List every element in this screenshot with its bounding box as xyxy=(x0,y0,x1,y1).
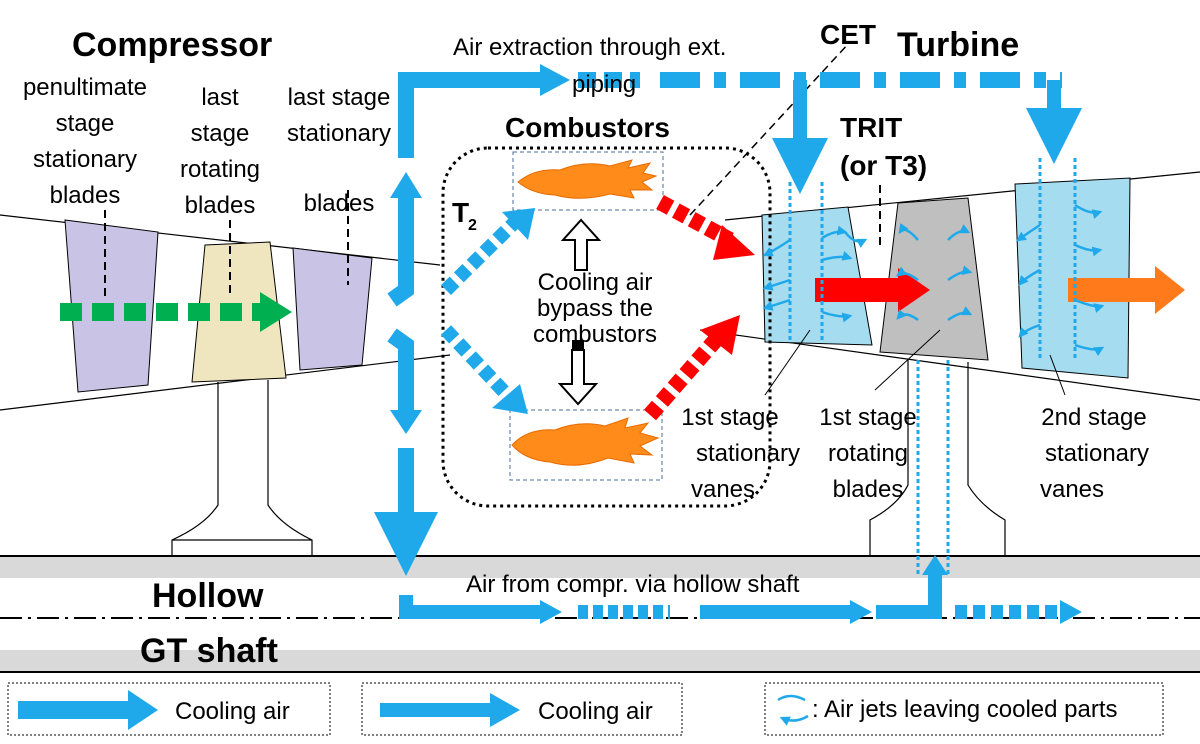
svg-text:1st stage: 1st stage xyxy=(819,404,916,431)
legend: Cooling air Cooling air : Air jets leavi… xyxy=(7,682,1164,736)
svg-text:last: last xyxy=(201,84,239,111)
svg-text:stationary: stationary xyxy=(33,146,137,173)
shaft-upper-band xyxy=(0,556,1200,578)
t2-label: T xyxy=(452,197,469,228)
trit-label-line2: (or T3) xyxy=(840,150,927,181)
svg-text:blades: blades xyxy=(304,190,375,217)
lower-flame-icon xyxy=(511,417,660,466)
turbine-leader-lines xyxy=(764,329,1066,396)
last-stage-stator-blade xyxy=(292,247,373,371)
svg-text:last stage: last stage xyxy=(288,84,391,111)
bypass-arrow-down xyxy=(557,349,599,406)
lower-combustor-can xyxy=(509,409,663,481)
svg-text:stationary: stationary xyxy=(287,120,391,147)
air-jet-icons xyxy=(762,203,1105,357)
svg-text:stage: stage xyxy=(191,120,250,147)
legend-label-3: : Air jets leaving cooled parts xyxy=(812,696,1118,723)
bypass-line2: bypass the xyxy=(537,295,653,322)
second-stage-stator-label: 2nd stage stationary vanes xyxy=(1040,404,1149,503)
trit-label-line1: TRIT xyxy=(840,112,902,143)
hollow-shaft-route xyxy=(399,570,1060,619)
compressor-exit-branch xyxy=(374,195,438,576)
svg-text:blades: blades xyxy=(50,182,121,209)
svg-text:penultimate: penultimate xyxy=(23,74,147,101)
bypass-line1: Cooling air xyxy=(538,269,653,296)
compressor-title: Compressor xyxy=(72,26,272,64)
hot-gas-arrows xyxy=(643,194,734,421)
upper-combustor-can xyxy=(512,151,664,211)
legend-box-2 xyxy=(361,682,683,736)
svg-text:stationary: stationary xyxy=(696,440,800,467)
external-piping-arrowhead xyxy=(540,64,570,96)
legend-jet-icon xyxy=(778,694,809,721)
turbine-title: Turbine xyxy=(897,26,1019,64)
shaft-lower-band xyxy=(0,650,1200,672)
first-stage-stator-vane xyxy=(761,206,873,346)
gt-shaft-label: GT shaft xyxy=(140,632,278,670)
air-from-compressor-label: Air from compr. via hollow shaft xyxy=(466,571,800,598)
turbine-hot-gas-arrow xyxy=(815,278,900,302)
cet-label: CET xyxy=(820,19,876,50)
svg-text:stage: stage xyxy=(56,110,115,137)
legend-arrow-2 xyxy=(490,693,520,727)
legend-box-1 xyxy=(7,682,331,736)
upper-flame-icon xyxy=(517,159,658,199)
air-extraction-line1: Air extraction through ext. xyxy=(453,34,726,61)
last-stage-stator-label: last stage stationary blades xyxy=(287,84,391,217)
leader-lines xyxy=(104,41,881,300)
legend-arrow-1 xyxy=(128,690,158,730)
svg-text:vanes: vanes xyxy=(1040,476,1104,503)
external-piping-route xyxy=(398,72,1082,194)
t2-cooling-diagonals xyxy=(440,217,520,403)
svg-text:1st stage: 1st stage xyxy=(681,404,778,431)
last-stage-rotor-label: last stage rotating blades xyxy=(180,84,260,219)
first-stage-rotor-blade xyxy=(879,197,989,361)
combustor-group-boundary xyxy=(441,146,772,508)
combustors-label: Combustors xyxy=(505,112,670,143)
bypass-line3: combustors xyxy=(533,321,657,348)
svg-text:stationary: stationary xyxy=(1045,440,1149,467)
rotor-supports xyxy=(171,360,1006,556)
exhaust-arrow xyxy=(1068,278,1158,302)
first-stage-stator-label: 1st stage stationary vanes xyxy=(681,404,800,503)
legend-label-1: Cooling air xyxy=(175,698,290,725)
svg-text:vanes: vanes xyxy=(691,476,755,503)
turbine-internal-cooling xyxy=(788,158,1077,575)
svg-text:rotating: rotating xyxy=(828,440,908,467)
svg-text:2nd stage: 2nd stage xyxy=(1041,404,1146,431)
hollow-label: Hollow xyxy=(152,577,264,615)
hollow-shaft xyxy=(0,555,1200,673)
first-stage-rotor-label: 1st stage rotating blades xyxy=(819,404,916,503)
legend-label-2: Cooling air xyxy=(538,698,653,725)
air-extraction-line2: piping xyxy=(572,71,636,98)
t2-subscript: 2 xyxy=(468,217,477,234)
penultimate-stage-label: penultimate stage stationary blades xyxy=(23,74,147,209)
svg-text:rotating: rotating xyxy=(180,156,260,183)
legend-box-3 xyxy=(764,682,1164,736)
svg-text:blades: blades xyxy=(185,192,256,219)
svg-text:blades: blades xyxy=(833,476,904,503)
bypass-arrow-up xyxy=(560,218,602,271)
